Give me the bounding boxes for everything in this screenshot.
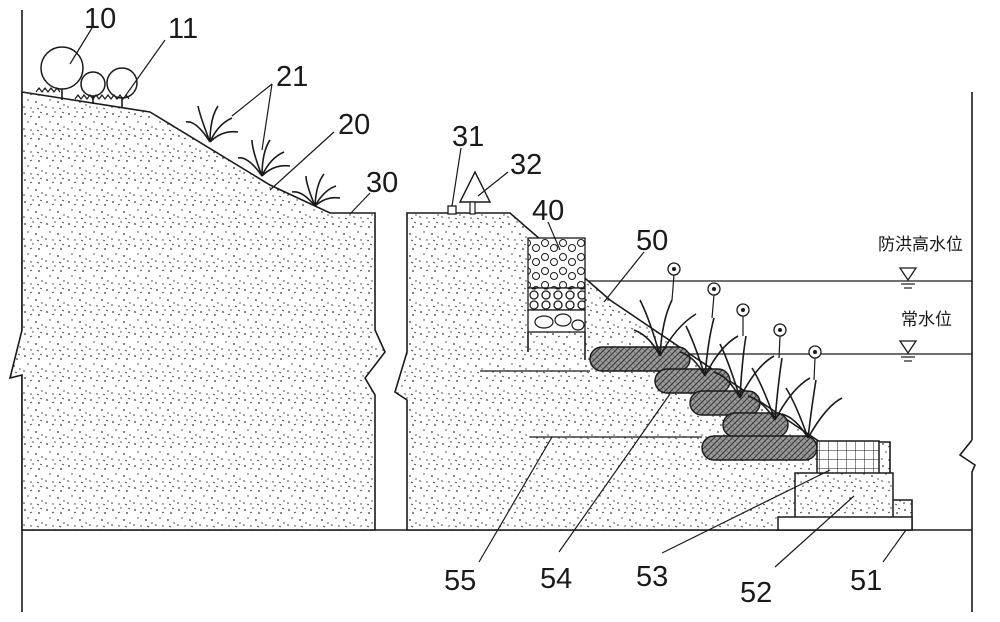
callout-20: 20 bbox=[338, 109, 370, 141]
ecological-bags bbox=[589, 346, 818, 461]
callout-54: 54 bbox=[540, 563, 572, 595]
shrub bbox=[185, 105, 239, 143]
sign bbox=[458, 170, 492, 215]
normal-level-marker bbox=[898, 340, 918, 362]
callout-50: 50 bbox=[636, 225, 668, 257]
callout-11: 11 bbox=[168, 13, 198, 45]
left-embankment-soil bbox=[8, 91, 386, 531]
right-frame-break bbox=[958, 439, 976, 612]
callout-10: 10 bbox=[84, 3, 116, 35]
post bbox=[447, 205, 457, 215]
aquatic-plant bbox=[713, 303, 775, 399]
shrub bbox=[291, 173, 341, 207]
callout-30: 30 bbox=[366, 167, 398, 199]
callout-32: 32 bbox=[510, 149, 542, 181]
callout-51: 51 bbox=[850, 565, 882, 597]
toe-block bbox=[794, 472, 894, 519]
callout-21: 21 bbox=[276, 61, 308, 93]
normal-water-level-label: 常水位 bbox=[901, 310, 952, 330]
aquatic-plant bbox=[747, 323, 811, 421]
callout-40: 40 bbox=[532, 195, 564, 227]
flood-high-water-level-label: 防洪高水位 bbox=[878, 235, 963, 255]
aquatic-plant bbox=[781, 345, 843, 439]
callout-55: 55 bbox=[444, 565, 476, 597]
flood-level-marker bbox=[898, 267, 918, 289]
callout-52: 52 bbox=[740, 577, 772, 609]
leader-lines bbox=[69, 27, 907, 568]
tree-group bbox=[40, 46, 138, 108]
shrub bbox=[237, 139, 291, 177]
callout-53: 53 bbox=[636, 561, 668, 593]
aquatic-plant bbox=[633, 262, 697, 357]
ground-cover bbox=[35, 87, 130, 100]
base-slab bbox=[777, 516, 913, 531]
drainage-ditch bbox=[527, 237, 586, 360]
aquatic-plant bbox=[679, 282, 739, 377]
callout-31: 31 bbox=[452, 121, 484, 153]
